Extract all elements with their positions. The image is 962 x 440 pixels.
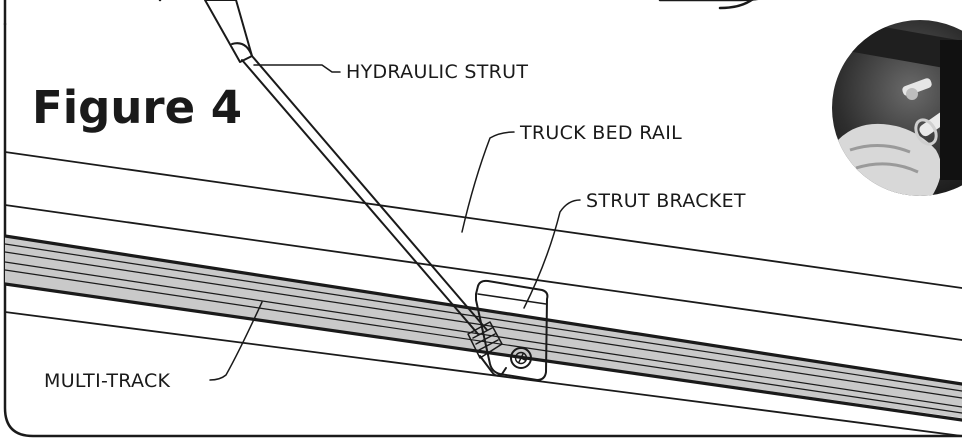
callout-strut-bracket: STRUT BRACKET bbox=[586, 190, 746, 212]
callout-hydraulic-strut: HYDRAULIC STRUT bbox=[346, 61, 528, 83]
leader-strut-bracket bbox=[523, 199, 581, 309]
callout-truck-bed-rail: TRUCK BED RAIL bbox=[519, 122, 682, 144]
leader-hydraulic-strut bbox=[253, 64, 341, 73]
leader-truck-bed-rail bbox=[461, 131, 515, 233]
hydraulic-strut bbox=[204, 0, 507, 377]
figure-title: Figure 4 bbox=[32, 81, 242, 134]
truck-bed-rail bbox=[5, 151, 962, 436]
callout-leaders bbox=[209, 64, 581, 381]
panel-frame bbox=[3, 0, 962, 438]
callout-multi-track: MULTI-TRACK bbox=[44, 370, 171, 392]
inset-photo bbox=[832, 20, 962, 196]
panel-top-corner bbox=[718, 0, 754, 10]
strut-bracket bbox=[475, 279, 549, 381]
leader-multi-track bbox=[209, 301, 263, 381]
bracket-bolt bbox=[510, 347, 532, 369]
